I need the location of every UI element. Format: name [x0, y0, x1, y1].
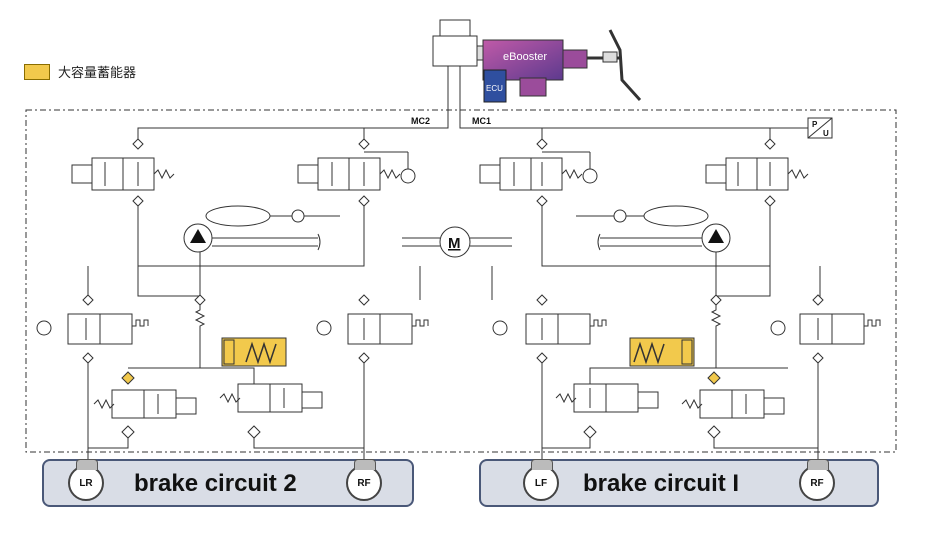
sensor-u-label: U	[823, 129, 829, 138]
wheel-rf-circuit-2: RF	[346, 459, 382, 501]
inlet-valve-left-1	[36, 294, 149, 364]
mc2-label: MC2	[411, 116, 430, 126]
legend-label: 大容量蓄能器	[58, 66, 137, 81]
inlet-valve-right-2	[770, 294, 881, 364]
legend: 大容量蓄能器	[24, 62, 136, 81]
master-cylinder	[432, 19, 484, 67]
motor-label: M	[448, 235, 461, 252]
outlet-valve-right-2	[681, 371, 785, 439]
brake-circuit-2-panel: LR brake circuit 2 RF	[42, 459, 414, 507]
wheel-rf-circuit-1: RF	[799, 459, 835, 501]
isolation-valve-left-1	[71, 138, 175, 207]
check-valve-left	[291, 209, 305, 223]
legend-swatch	[24, 63, 50, 80]
isolation-valve-right-1	[479, 138, 598, 207]
wheel-lf: LF	[523, 459, 559, 501]
ecu-label: ECU	[486, 84, 503, 93]
sensor-p-label: P	[812, 120, 818, 129]
isolation-valve-right-2	[705, 138, 809, 207]
outlet-valve-left-1	[93, 371, 197, 439]
check-valve-right	[613, 209, 627, 223]
brake-circuit-1-panel: LF brake circuit I RF	[479, 459, 879, 507]
outlet-valve-right-1	[555, 383, 659, 439]
mc2-line	[137, 66, 449, 140]
accumulator-left	[221, 337, 287, 367]
ebooster-unit	[482, 29, 642, 103]
ebooster-label: eBooster	[503, 51, 547, 63]
inlet-valve-right-1	[492, 294, 607, 364]
damper-left	[205, 205, 271, 227]
brake-circuit-1-title: brake circuit I	[583, 470, 740, 497]
isolation-valve-left-2	[297, 138, 416, 207]
wheel-lr: LR	[68, 459, 104, 501]
mc1-line	[459, 66, 808, 129]
ecu-box	[483, 69, 507, 103]
inlet-valve-left-2	[316, 294, 429, 364]
mc1-label: MC1	[472, 116, 491, 126]
hcu-boundary	[25, 109, 897, 453]
brake-circuit-2-title: brake circuit 2	[134, 470, 297, 497]
damper-right	[643, 205, 709, 227]
pump-motor	[439, 226, 471, 258]
outlet-valve-left-2	[219, 383, 323, 439]
accumulator-right	[629, 337, 695, 367]
pressure-sensor	[807, 117, 833, 139]
